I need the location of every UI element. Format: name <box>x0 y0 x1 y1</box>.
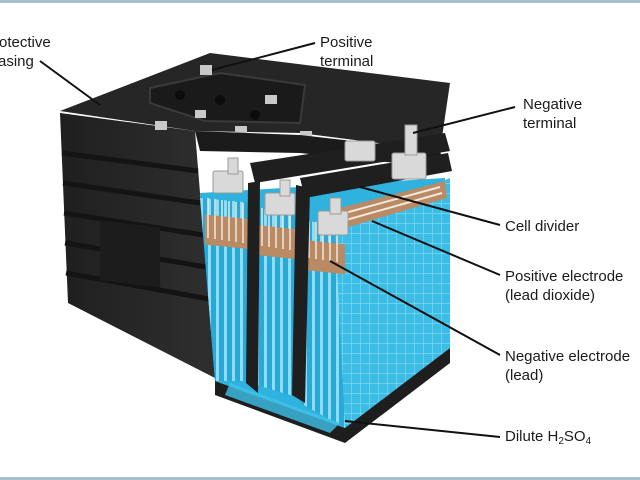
leader-protective-casing <box>39 60 101 106</box>
label-positive-electrode: Positive electrode (lead dioxide) <box>505 267 623 305</box>
label-negative-terminal: Negative terminal <box>523 95 582 133</box>
label-positive-terminal-line1: Positive <box>320 34 373 51</box>
electrode-plate-tops <box>205 181 447 275</box>
leader-cell-divider <box>359 186 501 226</box>
label-electrolyte-mid: SO <box>563 428 586 445</box>
label-protective-casing: rotective asing <box>0 33 51 71</box>
label-electrolyte-prefix: Dilute H <box>505 428 559 445</box>
label-negative-electrode-line1: Negative electrode <box>505 348 631 365</box>
leader-negative-electrode <box>329 260 501 356</box>
label-negative-terminal-line2: terminal <box>523 115 577 132</box>
label-electrolyte-sub2: 4 <box>585 436 592 447</box>
label-positive-electrode-line2: (lead dioxide) <box>505 287 596 304</box>
label-negative-electrode-line2: (lead) <box>505 367 544 384</box>
leader-positive-terminal <box>211 42 316 71</box>
label-negative-terminal-line1: Negative <box>523 96 583 113</box>
label-negative-electrode: Negative electrode (lead) <box>505 347 630 385</box>
label-protective-casing-line1: rotective <box>0 34 51 51</box>
terminal-caps <box>212 124 427 236</box>
leader-positive-electrode <box>371 220 501 276</box>
label-cell-divider: Cell divider <box>505 217 579 236</box>
label-electrolyte-sub1: 2 <box>558 436 564 447</box>
leader-negative-terminal <box>412 106 516 134</box>
label-positive-terminal-line2: terminal <box>320 53 374 70</box>
leader-lines <box>39 42 516 438</box>
leader-electrolyte <box>344 420 501 438</box>
label-protective-casing-line2: asing <box>0 53 34 70</box>
label-positive-terminal: Positive terminal <box>320 33 373 71</box>
label-positive-electrode-line1: Positive electrode <box>505 268 624 285</box>
lead-acid-battery-diagram <box>39 42 516 443</box>
label-electrolyte: Dilute H2SO4 <box>505 427 591 451</box>
label-cell-divider-text: Cell divider <box>505 218 580 235</box>
